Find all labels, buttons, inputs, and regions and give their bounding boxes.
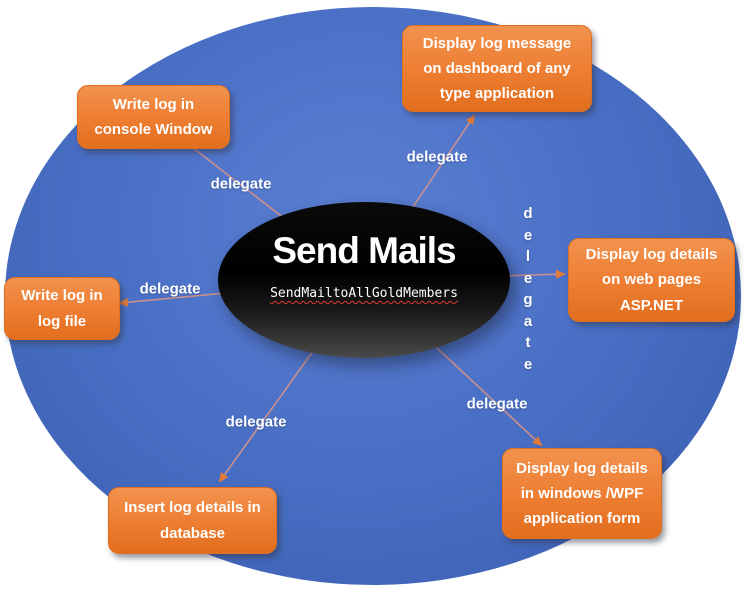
node-display-windows-wpf: Display log details in windows /WPF appl… [502,448,662,539]
node-label: Write log in console Window [94,95,213,138]
delegate-label-database: delegate [225,413,287,431]
center-ellipse: Send Mails SendMailtoAllGoldMembers [218,202,510,358]
node-label: Write log in log file [21,287,103,330]
node-display-dashboard: Display log message on dashboard of any … [402,25,592,112]
node-label: Display log details on web pages ASP.NET [585,246,718,314]
delegate-label-web-vertical: d e l e g a t e [523,205,533,373]
node-write-log-console: Write log in console Window [77,85,230,149]
delegate-label-logfile: delegate [139,280,201,298]
node-label: Display log details in windows /WPF appl… [516,459,648,528]
center-subtitle: SendMailtoAllGoldMembers [218,286,510,301]
center-subtitle-text: SendMailtoAllGoldMembers [270,286,458,301]
delegate-label-dashboard: delegate [406,148,468,166]
center-title: Send Mails [272,230,456,271]
delegate-label-wpf: delegate [466,395,528,413]
node-write-log-file: Write log in log file [4,277,120,340]
delegate-label-console: delegate [210,175,272,193]
node-label: Display log message on dashboard of any … [422,34,572,103]
node-display-web-aspnet: Display log details on web pages ASP.NET [568,238,735,322]
node-label: Insert log details in database [124,499,261,542]
node-insert-database: Insert log details in database [108,487,277,554]
